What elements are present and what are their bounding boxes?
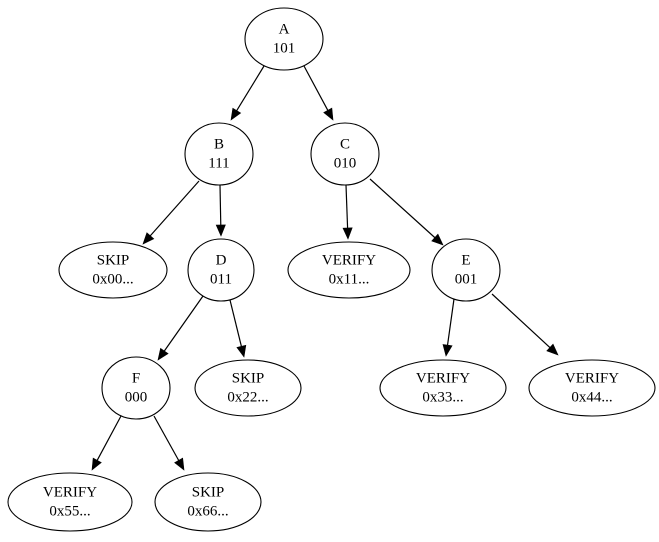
graph-node-verify55[interactable]: VERIFY 0x55... (7, 472, 133, 532)
edge-line (153, 415, 180, 461)
node-label-secondary: 0x33... (422, 389, 463, 405)
edge-a-to-b (230, 65, 265, 121)
node-label-secondary: 010 (334, 155, 357, 171)
edge-line (446, 298, 455, 346)
edge-line (491, 293, 551, 348)
edge-b-to-skip00 (142, 180, 200, 245)
node-label-primary: B (214, 136, 224, 152)
edge-line (163, 295, 204, 352)
edge-line (229, 299, 242, 347)
arrowhead-icon (174, 457, 185, 471)
node-label-secondary: 011 (210, 271, 232, 287)
node-ellipse[interactable] (528, 359, 656, 417)
node-ellipse[interactable] (184, 122, 254, 186)
node-ellipse[interactable] (244, 7, 324, 71)
node-label-primary: VERIFY (565, 370, 619, 386)
node-ellipse[interactable] (7, 472, 133, 532)
arrowhead-icon (323, 107, 334, 121)
node-label-primary: A (279, 21, 290, 37)
edge-c-to-e (369, 178, 444, 246)
graph-node-verify44[interactable]: VERIFY 0x44... (528, 359, 656, 417)
node-label-secondary: 0x22... (227, 389, 268, 405)
edge-e-to-verify33 (442, 298, 455, 357)
edge-a-to-c (303, 65, 334, 121)
graph-node-verify33[interactable]: VERIFY 0x33... (379, 359, 507, 417)
node-label-primary: VERIFY (322, 252, 376, 268)
edge-line (369, 178, 436, 239)
arrowhead-icon (442, 344, 453, 357)
edge-line (303, 65, 329, 111)
node-label-primary: E (461, 252, 470, 268)
node-label-primary: VERIFY (43, 484, 97, 500)
edge-line (345, 184, 349, 229)
node-label-secondary: 0x55... (49, 503, 90, 519)
node-ellipse[interactable] (310, 122, 380, 186)
node-ellipse[interactable] (58, 241, 168, 299)
node-label-secondary: 0x11... (329, 271, 370, 287)
node-label-primary: SKIP (232, 370, 265, 386)
node-label-primary: F (132, 370, 140, 386)
node-label-secondary: 0x44... (571, 389, 612, 405)
node-label-secondary: 111 (208, 155, 229, 171)
node-ellipse[interactable] (194, 359, 302, 417)
node-label-secondary: 0x00... (92, 271, 133, 287)
arrowhead-icon (342, 227, 353, 240)
graph-node-d[interactable]: D 011 (187, 238, 255, 302)
arrowhead-icon (215, 224, 226, 237)
node-label-primary: D (216, 252, 227, 268)
node-ellipse[interactable] (187, 238, 255, 302)
arrowhead-icon (236, 344, 247, 358)
graph-node-f[interactable]: F 000 (101, 356, 171, 420)
node-label-secondary: 101 (273, 40, 296, 56)
node-label-primary: C (340, 136, 350, 152)
node-ellipse[interactable] (379, 359, 507, 417)
node-label-primary: VERIFY (416, 370, 470, 386)
edge-line (96, 415, 122, 461)
edge-c-to-verify11 (342, 184, 353, 240)
graph-node-a[interactable]: A 101 (244, 7, 324, 71)
edge-f-to-skip66 (153, 415, 185, 471)
arrowhead-icon (157, 347, 169, 361)
arrowhead-icon (546, 343, 559, 356)
arrowhead-icon (91, 457, 102, 471)
node-ellipse[interactable] (287, 241, 411, 299)
node-label-secondary: 000 (125, 389, 148, 405)
node-ellipse[interactable] (431, 238, 501, 302)
graph-node-verify11[interactable]: VERIFY 0x11... (287, 241, 411, 299)
edge-b-to-d (215, 184, 226, 237)
node-label-primary: SKIP (192, 484, 225, 500)
arrowhead-icon (142, 232, 155, 245)
graph-node-skip00[interactable]: SKIP 0x00... (58, 241, 168, 299)
node-label-primary: SKIP (97, 252, 130, 268)
edge-e-to-verify44 (491, 293, 559, 356)
arrowhead-icon (431, 233, 444, 246)
edge-line (219, 184, 222, 226)
graph-node-e[interactable]: E 001 (431, 238, 501, 302)
node-label-secondary: 001 (455, 271, 478, 287)
graph-node-skip66[interactable]: SKIP 0x66... (154, 472, 262, 532)
edge-d-to-skip22 (229, 299, 247, 358)
edge-line (236, 65, 265, 111)
edge-line (149, 180, 200, 237)
node-ellipse[interactable] (154, 472, 262, 532)
graph-node-b[interactable]: B 111 (184, 122, 254, 186)
arrowhead-icon (230, 107, 242, 121)
node-label-secondary: 0x66... (187, 503, 228, 519)
edge-f-to-verify55 (91, 415, 122, 471)
node-ellipse[interactable] (101, 356, 171, 420)
edges-layer (91, 65, 559, 471)
graph-node-c[interactable]: C 010 (310, 122, 380, 186)
graph-node-skip22[interactable]: SKIP 0x22... (194, 359, 302, 417)
edge-d-to-f (157, 295, 204, 361)
nodes-layer: A101B111C010SKIP0x00...D011VERIFY0x11...… (7, 7, 656, 532)
